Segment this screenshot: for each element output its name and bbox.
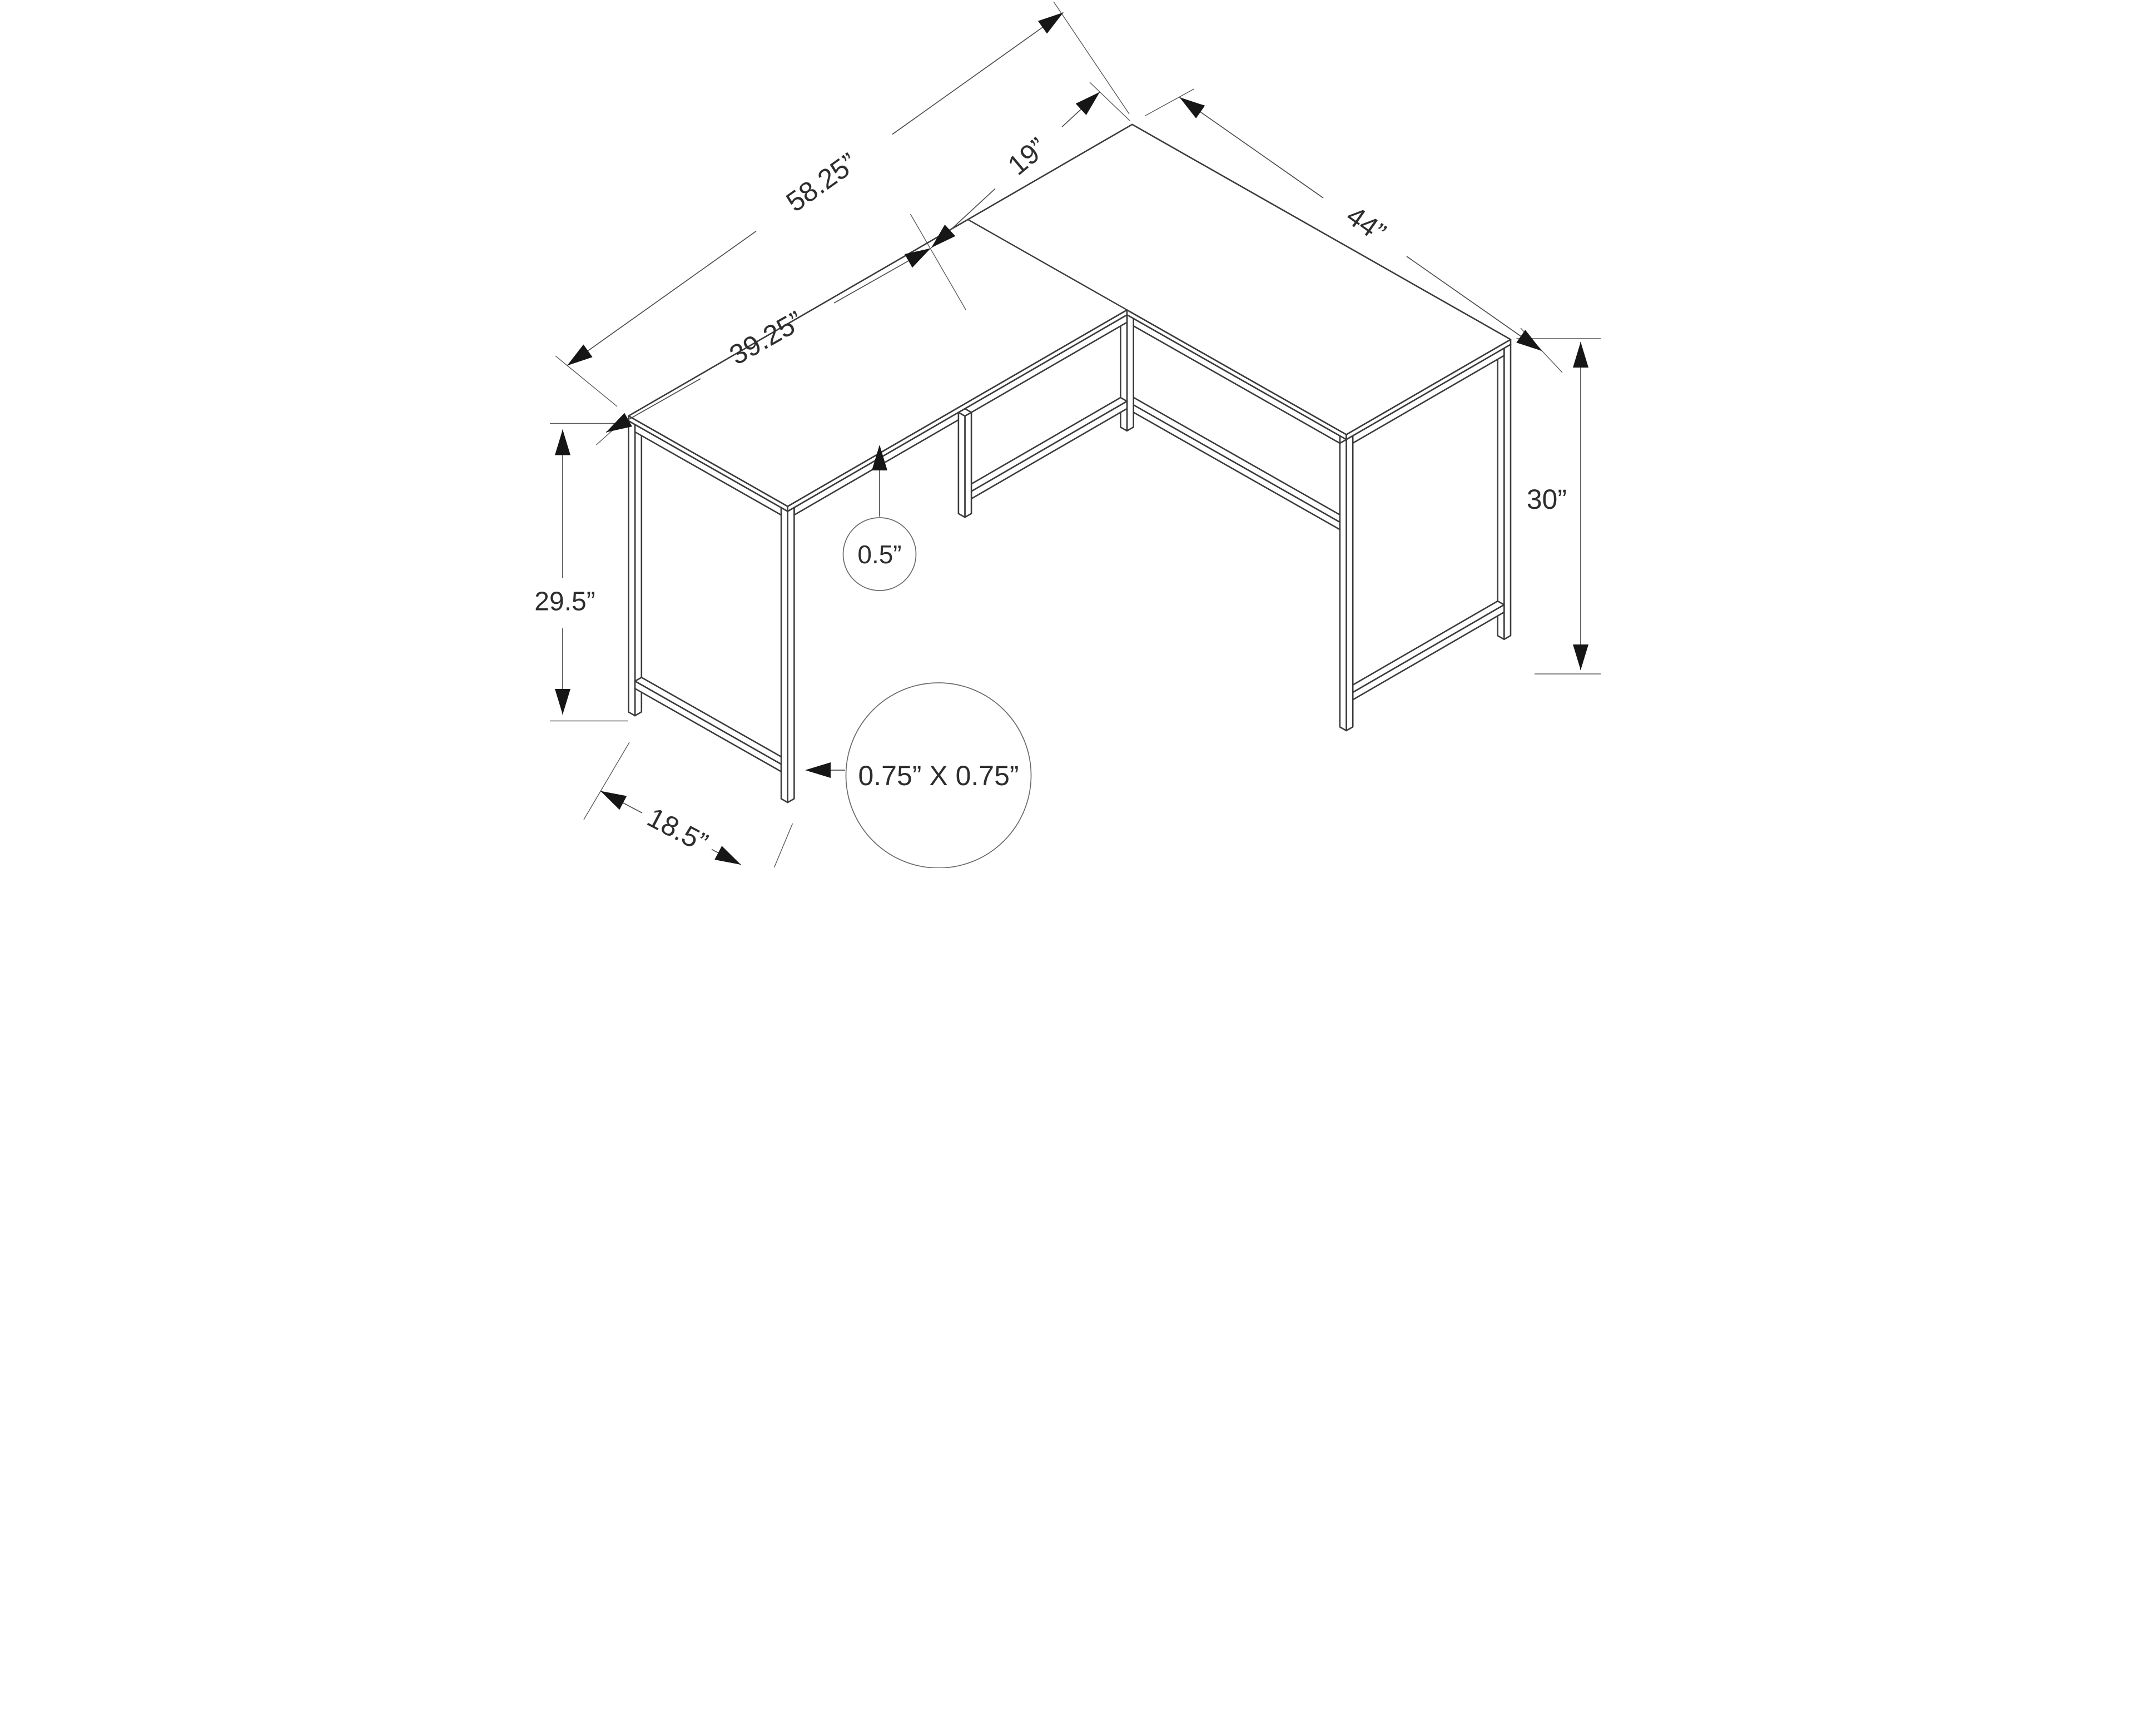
dim-back-width-label: 58.25” xyxy=(781,147,863,218)
desk-diagram: 58.25”19”39.25”44”29.5”30”18.5”0.5”0.75”… xyxy=(534,0,1601,868)
dim-frame-height-arrowhead-1 xyxy=(555,689,570,715)
ext-19-right xyxy=(1089,82,1130,121)
dim-return-length-line-1 xyxy=(1406,256,1542,351)
mid-rail-front xyxy=(964,396,1128,500)
leg-back-right-front-face xyxy=(1503,344,1512,641)
dim-frame-height-label: 29.5” xyxy=(534,587,595,617)
leg-front-left-front-face xyxy=(787,507,795,803)
desktop-crease-line xyxy=(967,219,1128,311)
ext-185-right xyxy=(773,823,793,868)
post-mid-front-front-face xyxy=(964,411,972,518)
leg-front-right xyxy=(1339,431,1354,732)
ext-58-right xyxy=(1053,1,1130,115)
leader-tube-section-arrowhead xyxy=(805,762,831,778)
dim-frame-height-arrowhead-0 xyxy=(555,429,570,455)
leg-front-right-side-face xyxy=(1339,435,1347,732)
post-mid-front xyxy=(957,408,972,518)
leg-back-right xyxy=(1497,340,1512,641)
stretcher-right-top-face xyxy=(1345,600,1505,693)
leader-top-thickness xyxy=(872,445,887,517)
dim-return-length-arrowhead-1 xyxy=(1516,330,1542,351)
stretcher-left-top-face xyxy=(634,676,789,765)
dim-return-length-arrowhead-0 xyxy=(1179,97,1205,118)
callout-tube-section-label: 0.75” X 0.75” xyxy=(858,760,1019,791)
dim-back-width-arrowhead-1 xyxy=(1037,12,1064,34)
stretcher-left-side-face xyxy=(634,680,782,772)
callout-tube-section-circle xyxy=(845,682,1032,868)
dim-end-depth-arrowhead-0 xyxy=(600,791,627,810)
dim-main-front-length-arrowhead-0 xyxy=(606,413,632,433)
mid-rail-front-top-face xyxy=(964,396,1128,492)
stretcher-right-front-face xyxy=(1352,604,1505,701)
post-mid-front-side-face xyxy=(957,411,966,518)
dim-back-width-arrowhead-0 xyxy=(567,344,593,366)
dim-back-width-line-0 xyxy=(567,231,757,366)
desktop-top-surface xyxy=(628,123,1512,507)
dim-end-depth-label: 18.5” xyxy=(642,801,713,859)
dim-overall-height: 30” xyxy=(1527,342,1588,670)
dim-return-width-arrowhead-1 xyxy=(1075,92,1100,115)
leg-front-left-side-face xyxy=(780,507,789,803)
callout-tube-section: 0.75” X 0.75” xyxy=(845,682,1032,868)
ext-185-left xyxy=(583,742,630,820)
dim-overall-height-label: 30” xyxy=(1527,484,1567,515)
leg-front-left xyxy=(780,503,795,803)
leg-front-right-front-face xyxy=(1345,435,1354,732)
desktop-slab xyxy=(628,123,1512,512)
dim-overall-height-arrowhead-0 xyxy=(1573,342,1588,368)
ext-58-left xyxy=(555,355,618,407)
dim-end-depth: 18.5” xyxy=(600,790,741,865)
callout-top-thickness-label: 0.5” xyxy=(857,540,901,569)
desk-dimension-diagram-page: 58.25”19”39.25”44”29.5”30”18.5”0.5”0.75”… xyxy=(534,0,1601,868)
dim-return-length-line-0 xyxy=(1179,97,1324,199)
callout-top-thickness: 0.5” xyxy=(842,517,917,591)
post-inner-corner xyxy=(1120,306,1134,432)
stretcher-right xyxy=(1345,600,1505,701)
post-inner-corner-side-face xyxy=(1120,310,1128,432)
dim-return-width-arrowhead-0 xyxy=(931,225,956,248)
dim-frame-height: 29.5” xyxy=(534,429,595,715)
dim-return-length-label: 44” xyxy=(1341,200,1392,248)
leg-back-left xyxy=(628,416,643,717)
leg-back-left-side-face xyxy=(628,420,636,717)
callout-top-thickness-circle xyxy=(842,517,917,591)
dim-main-front-length-arrowhead-1 xyxy=(905,248,931,268)
ext-44-left xyxy=(1145,88,1194,116)
leader-tube-section xyxy=(805,762,845,778)
ext-crease xyxy=(910,214,966,310)
stretcher-left xyxy=(634,676,789,772)
dim-end-depth-arrowhead-1 xyxy=(714,846,741,865)
mid-rail-front-front-face xyxy=(970,400,1128,500)
dim-return-width-label: 19” xyxy=(1002,131,1052,181)
dim-overall-height-arrowhead-1 xyxy=(1573,644,1588,670)
leader-top-thickness-arrowhead xyxy=(872,445,887,470)
leg-back-left-front-face xyxy=(634,420,643,717)
desk-structure xyxy=(628,123,1512,803)
post-inner-corner-front-face xyxy=(1126,310,1134,432)
leg-back-right-side-face xyxy=(1497,344,1505,641)
dim-back-width-line-1 xyxy=(892,12,1064,135)
